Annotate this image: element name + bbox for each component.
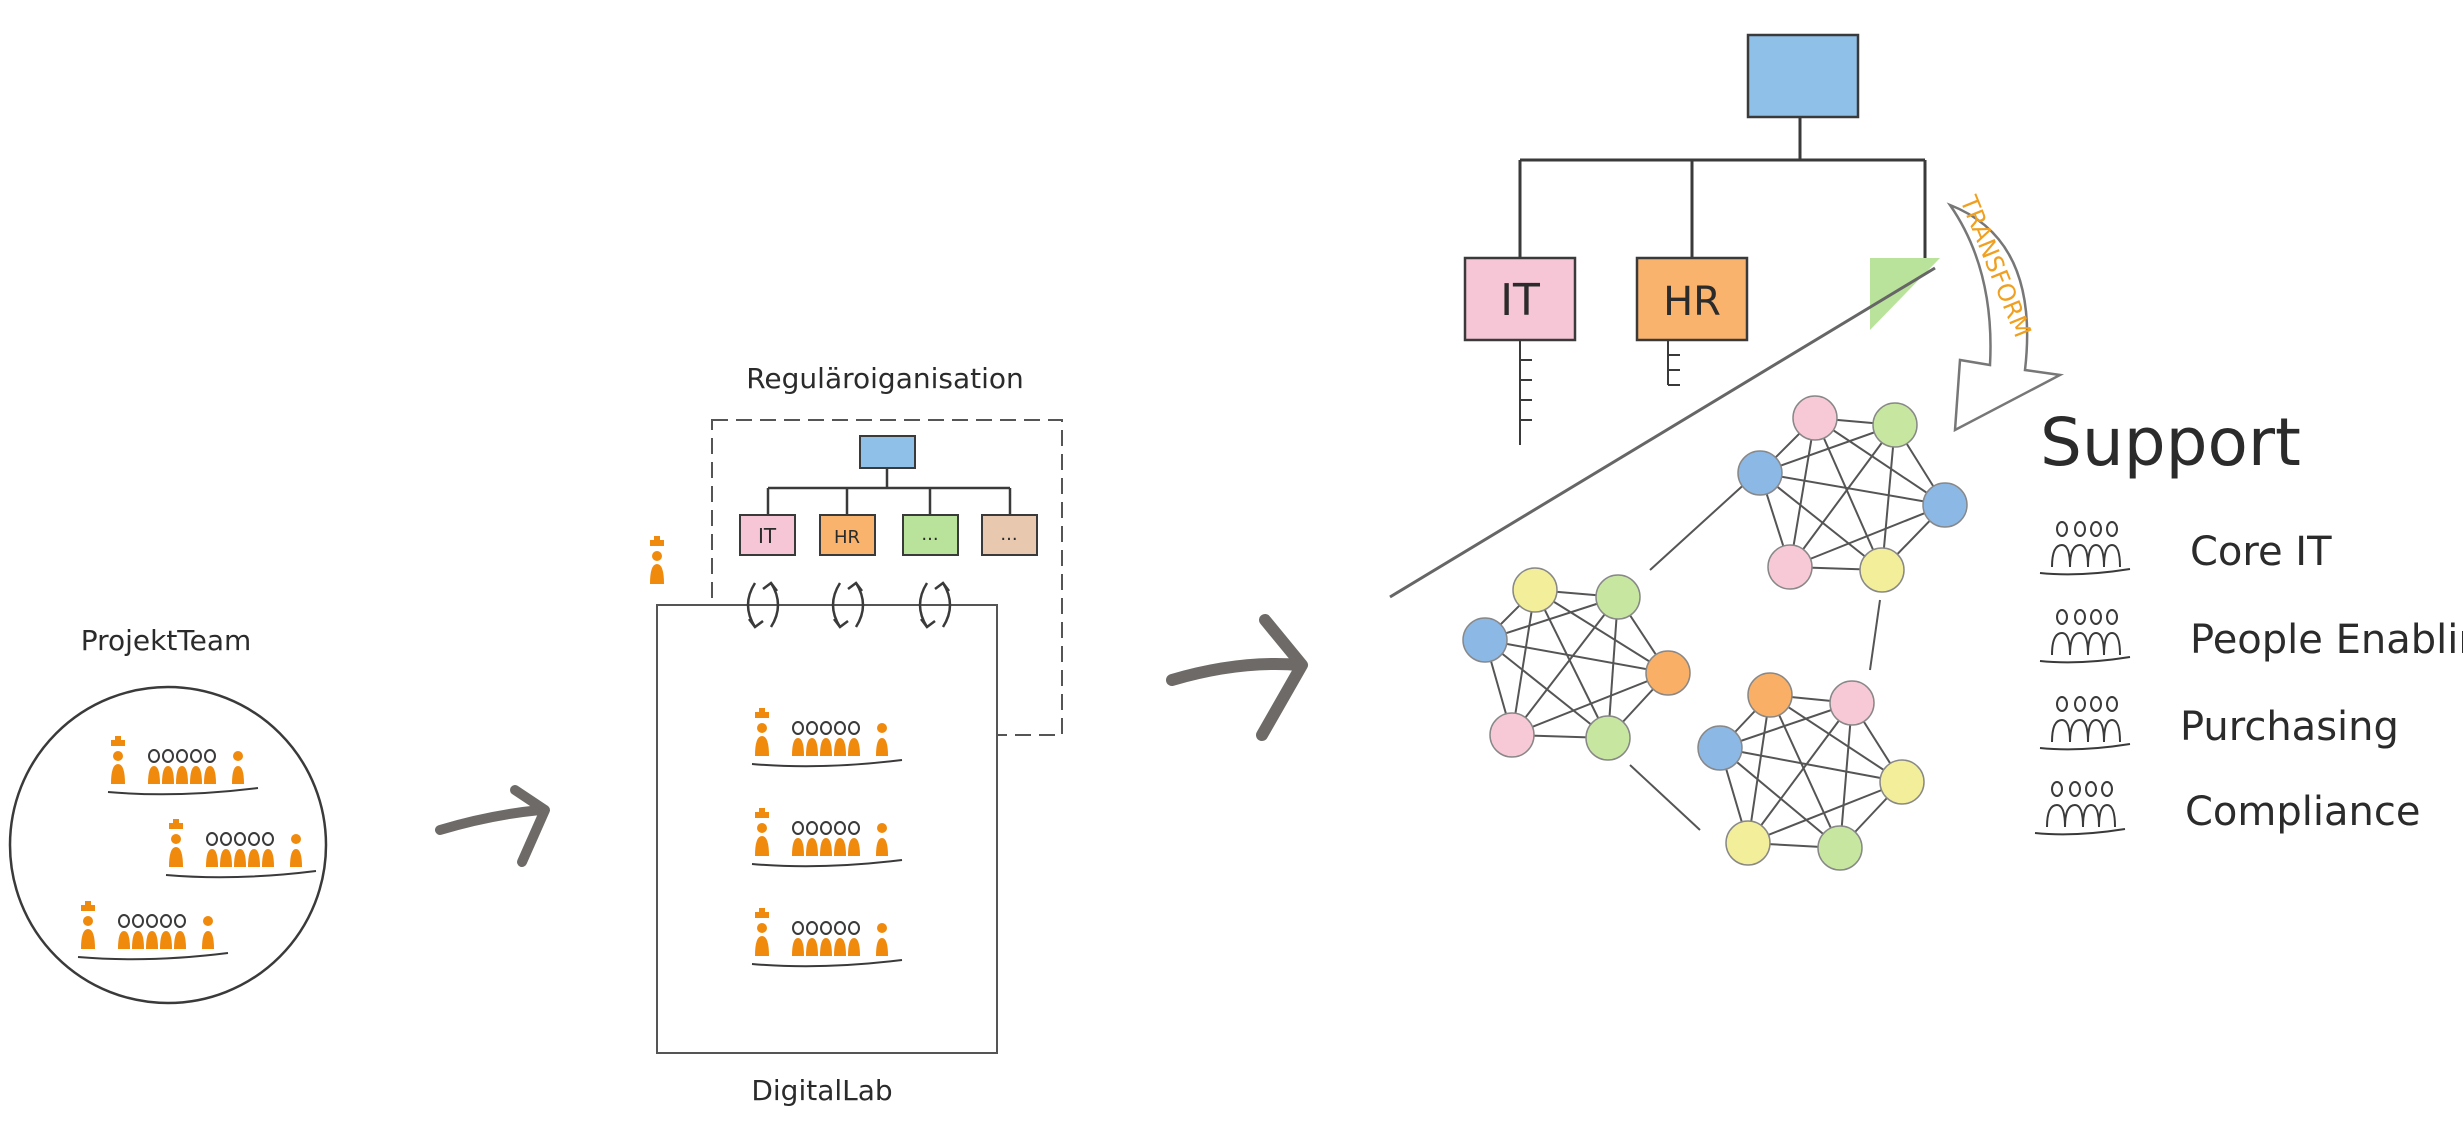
node xyxy=(1595,574,1641,620)
digitallab-label: DigitalLab xyxy=(751,1074,892,1107)
node xyxy=(1817,825,1863,871)
unit-label-it: IT xyxy=(758,524,777,548)
regular-org-unit-other-2: ... xyxy=(981,514,1038,556)
support-item-purchasing: Purchasing xyxy=(2039,696,2399,751)
support-item-core-it: Core IT xyxy=(2039,521,2332,576)
node xyxy=(1747,672,1793,718)
unit-label-other-1: ... xyxy=(921,524,938,545)
org-unit-it: IT xyxy=(1463,256,1577,445)
unit-label-hr: HR xyxy=(834,527,860,548)
node xyxy=(1879,759,1925,805)
node xyxy=(1872,402,1918,448)
node xyxy=(1829,680,1875,726)
node xyxy=(1489,712,1535,758)
org-unit-label-hr: HR xyxy=(1663,279,1721,325)
outside-person-icon xyxy=(650,536,664,584)
projektteam-circle xyxy=(8,685,328,1005)
regular-org-unit-other-1: ... xyxy=(902,514,959,556)
projektteam-label: ProjektTeam xyxy=(81,624,252,657)
node xyxy=(1645,650,1691,696)
regular-org-unit-hr: HR xyxy=(819,514,876,556)
team-network xyxy=(1484,417,1946,849)
support-section: Support Core IT People Enabling Purchasi… xyxy=(2034,404,2463,836)
node xyxy=(1767,544,1813,590)
support-item-label: People Enabling xyxy=(2190,617,2463,663)
projekt-team-2 xyxy=(166,819,316,877)
support-title: Support xyxy=(2040,404,2301,481)
node xyxy=(1922,482,1968,528)
org-unit-hr: HR xyxy=(1635,256,1749,386)
support-item-compliance: Compliance xyxy=(2034,781,2420,836)
org-unit-transformed xyxy=(1870,258,1940,330)
transform-arrow-icon: TRANSFORM xyxy=(1946,191,2065,433)
node xyxy=(1737,450,1783,496)
org-unit-label-it: IT xyxy=(1500,275,1540,326)
projekt-team-3 xyxy=(78,901,228,959)
node xyxy=(1512,567,1558,613)
regular-org-top-box xyxy=(859,435,916,469)
digitallab-section: Reguläroiganisation IT HR ... ... xyxy=(650,362,1063,1107)
org-section: IT HR TRANSFORM xyxy=(1389,33,2065,871)
node xyxy=(1697,725,1743,771)
arrow-right-icon xyxy=(1166,614,1308,741)
node xyxy=(1462,617,1508,663)
support-item-label: Purchasing xyxy=(2180,704,2399,750)
projekt-team-1 xyxy=(108,736,258,794)
node xyxy=(1585,715,1631,761)
regular-org-unit-it: IT xyxy=(739,514,796,556)
support-item-label: Compliance xyxy=(2185,789,2420,835)
org-connectors xyxy=(1518,117,1927,258)
org-top-box xyxy=(1746,33,1860,119)
projektteam-section: ProjektTeam xyxy=(8,624,328,1005)
node xyxy=(1725,820,1771,866)
arrow-right-icon xyxy=(435,785,550,867)
digitallab-box xyxy=(656,604,998,1054)
regular-org-connectors xyxy=(766,468,1012,515)
node xyxy=(1792,395,1838,441)
network-nodes xyxy=(1462,395,1968,871)
support-item-people-enabling: People Enabling xyxy=(2039,609,2463,664)
regular-org-label: Reguläroiganisation xyxy=(746,362,1024,395)
node xyxy=(1859,547,1905,593)
cut-line xyxy=(1389,266,1936,599)
unit-label-other-2: ... xyxy=(1000,524,1017,545)
support-item-label: Core IT xyxy=(2190,529,2332,575)
